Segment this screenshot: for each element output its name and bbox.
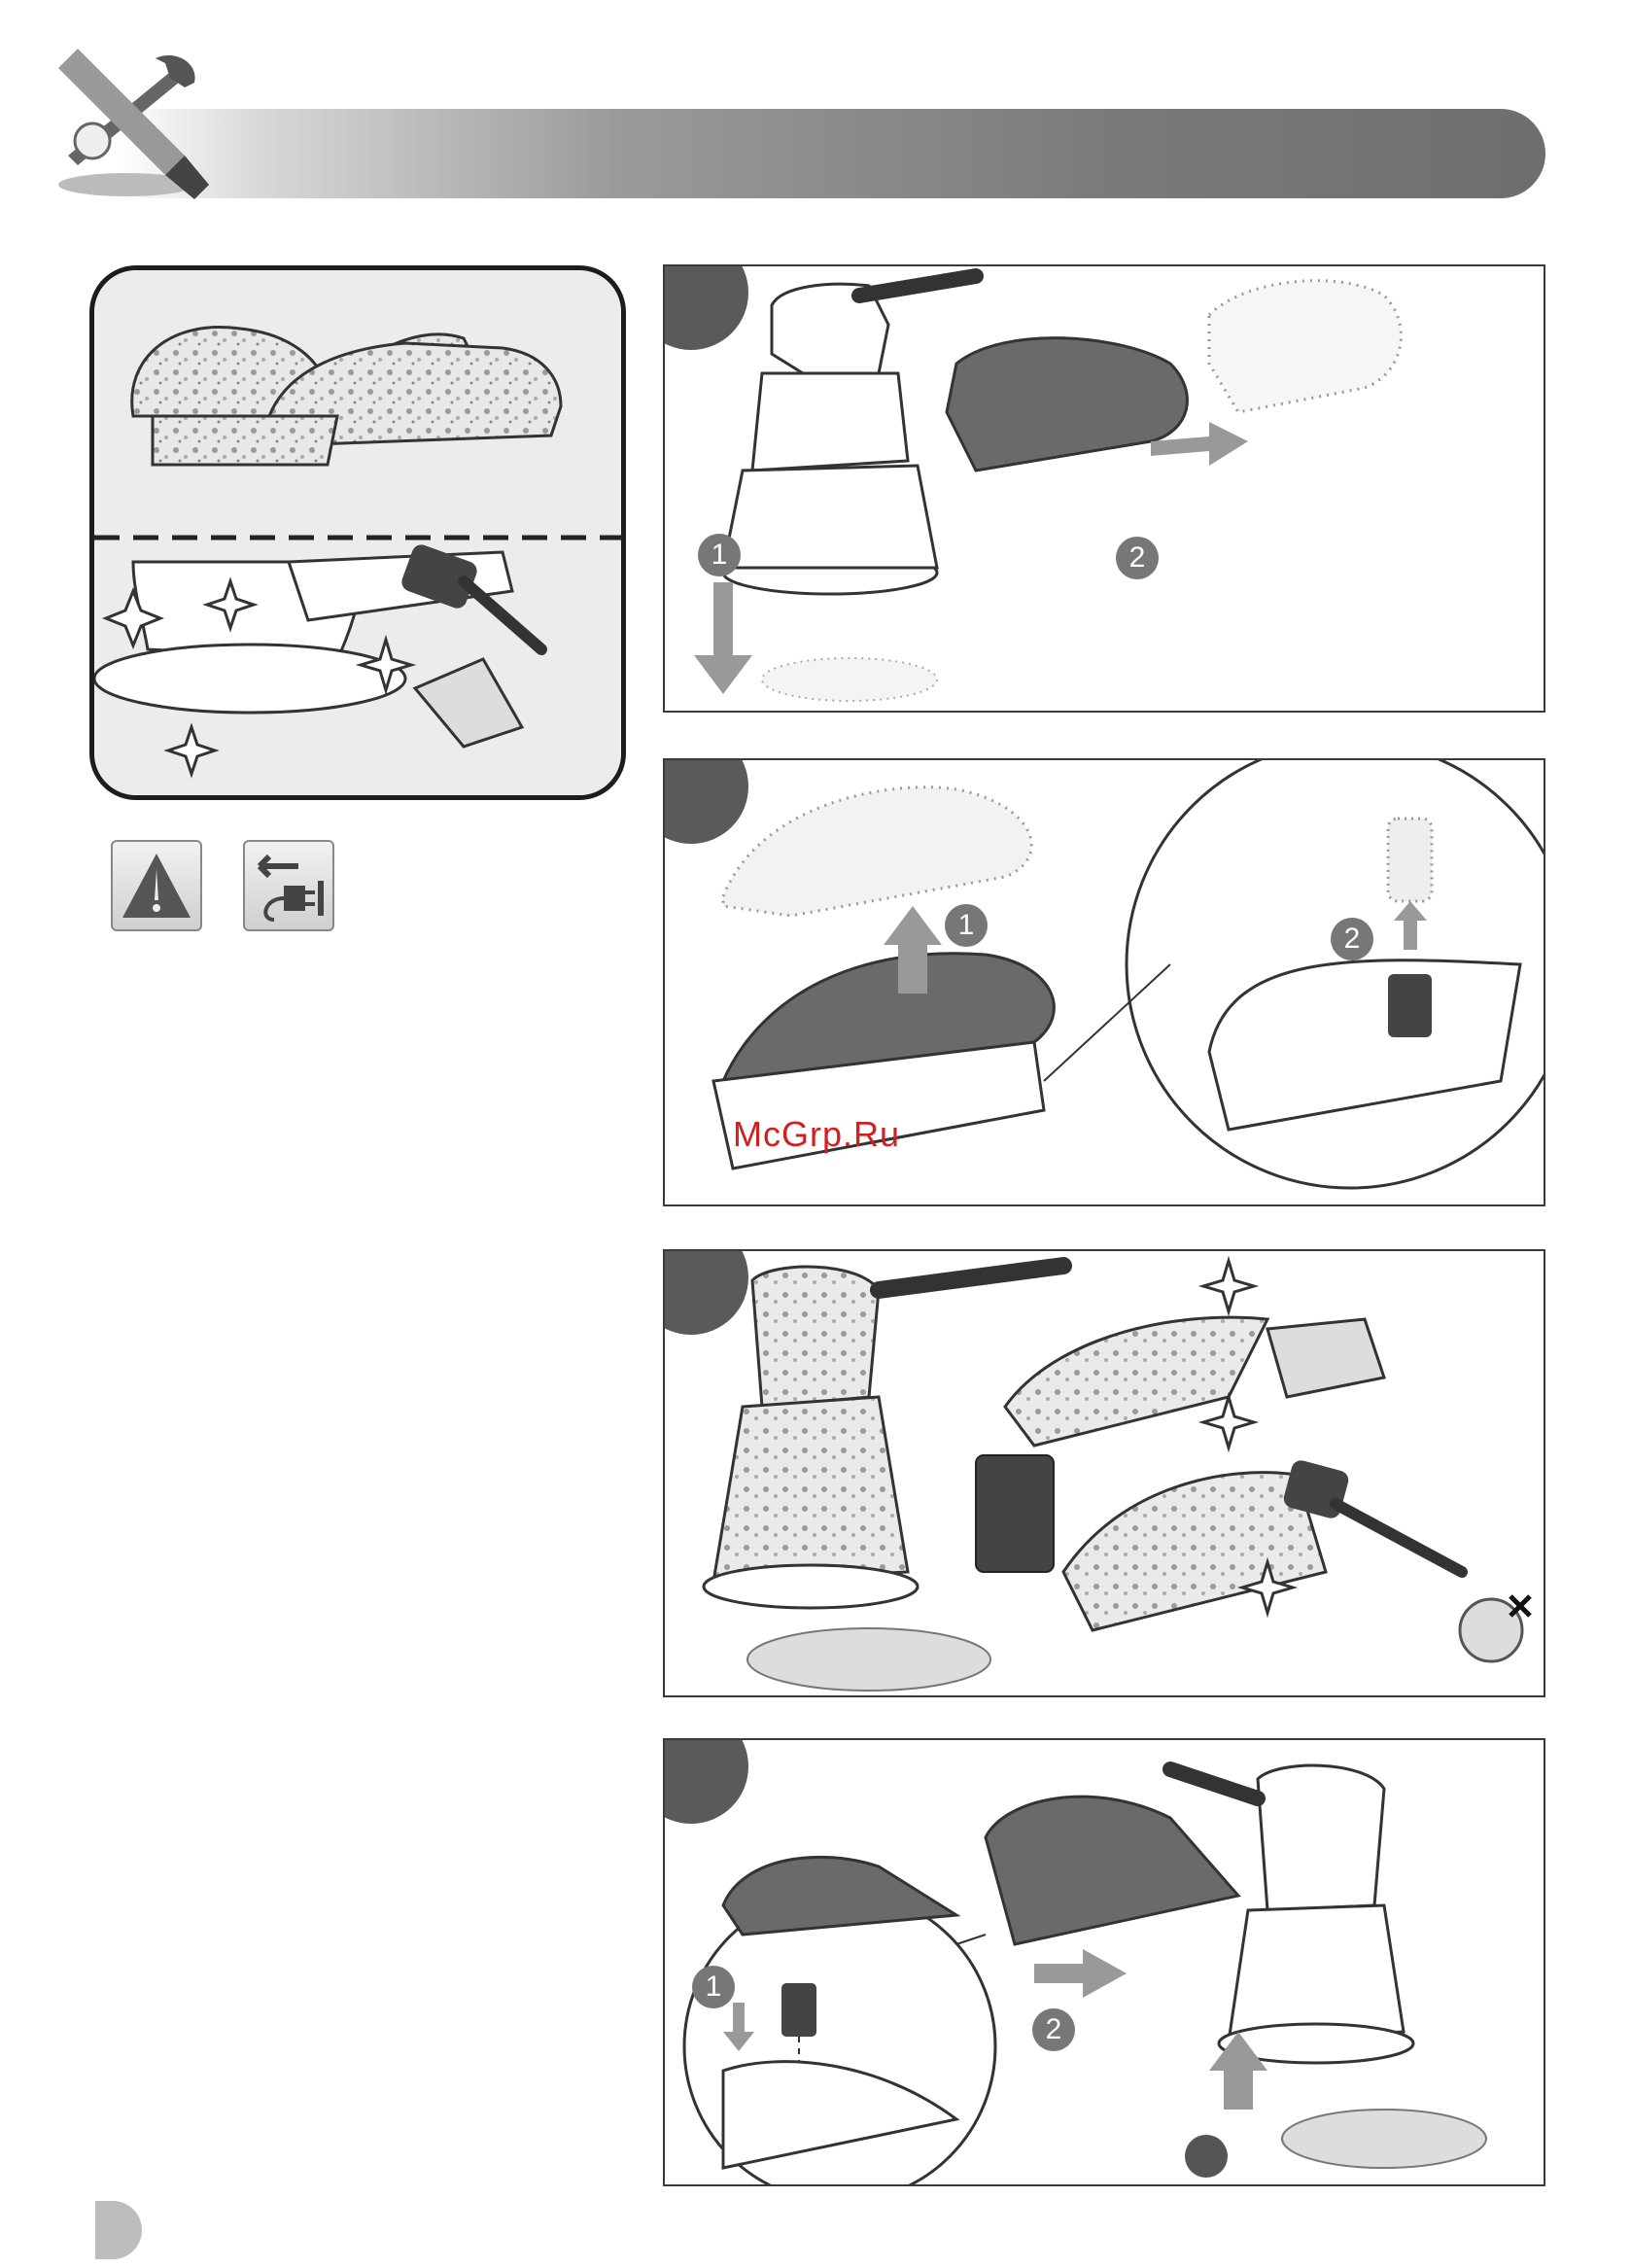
- step-1-number-2: 2: [1116, 537, 1159, 579]
- screwdriver-wrench-icon: [39, 29, 214, 204]
- watermark: McGrp.Ru: [733, 1114, 900, 1155]
- step-4-panel: 1 2: [663, 1738, 1545, 2186]
- step-1-number-1: 1: [698, 534, 741, 576]
- step-2-number-2: 2: [1331, 918, 1373, 960]
- step-4-number-1: 1: [692, 1966, 735, 2008]
- cleaning-overview-panel: [89, 265, 626, 800]
- header-bar: [117, 109, 1545, 198]
- step-2-number-1: 1: [945, 904, 988, 947]
- step-1-panel: 1 2: [663, 264, 1545, 713]
- step-3-panel: [663, 1249, 1545, 1697]
- step-4-number-2: 2: [1032, 2008, 1075, 2051]
- unplug-icon: [243, 840, 334, 931]
- warning-triangle-icon: [111, 840, 202, 931]
- page-number-badge: [95, 2201, 142, 2259]
- step-2-panel: 1 2 McGrp.Ru: [663, 758, 1545, 1206]
